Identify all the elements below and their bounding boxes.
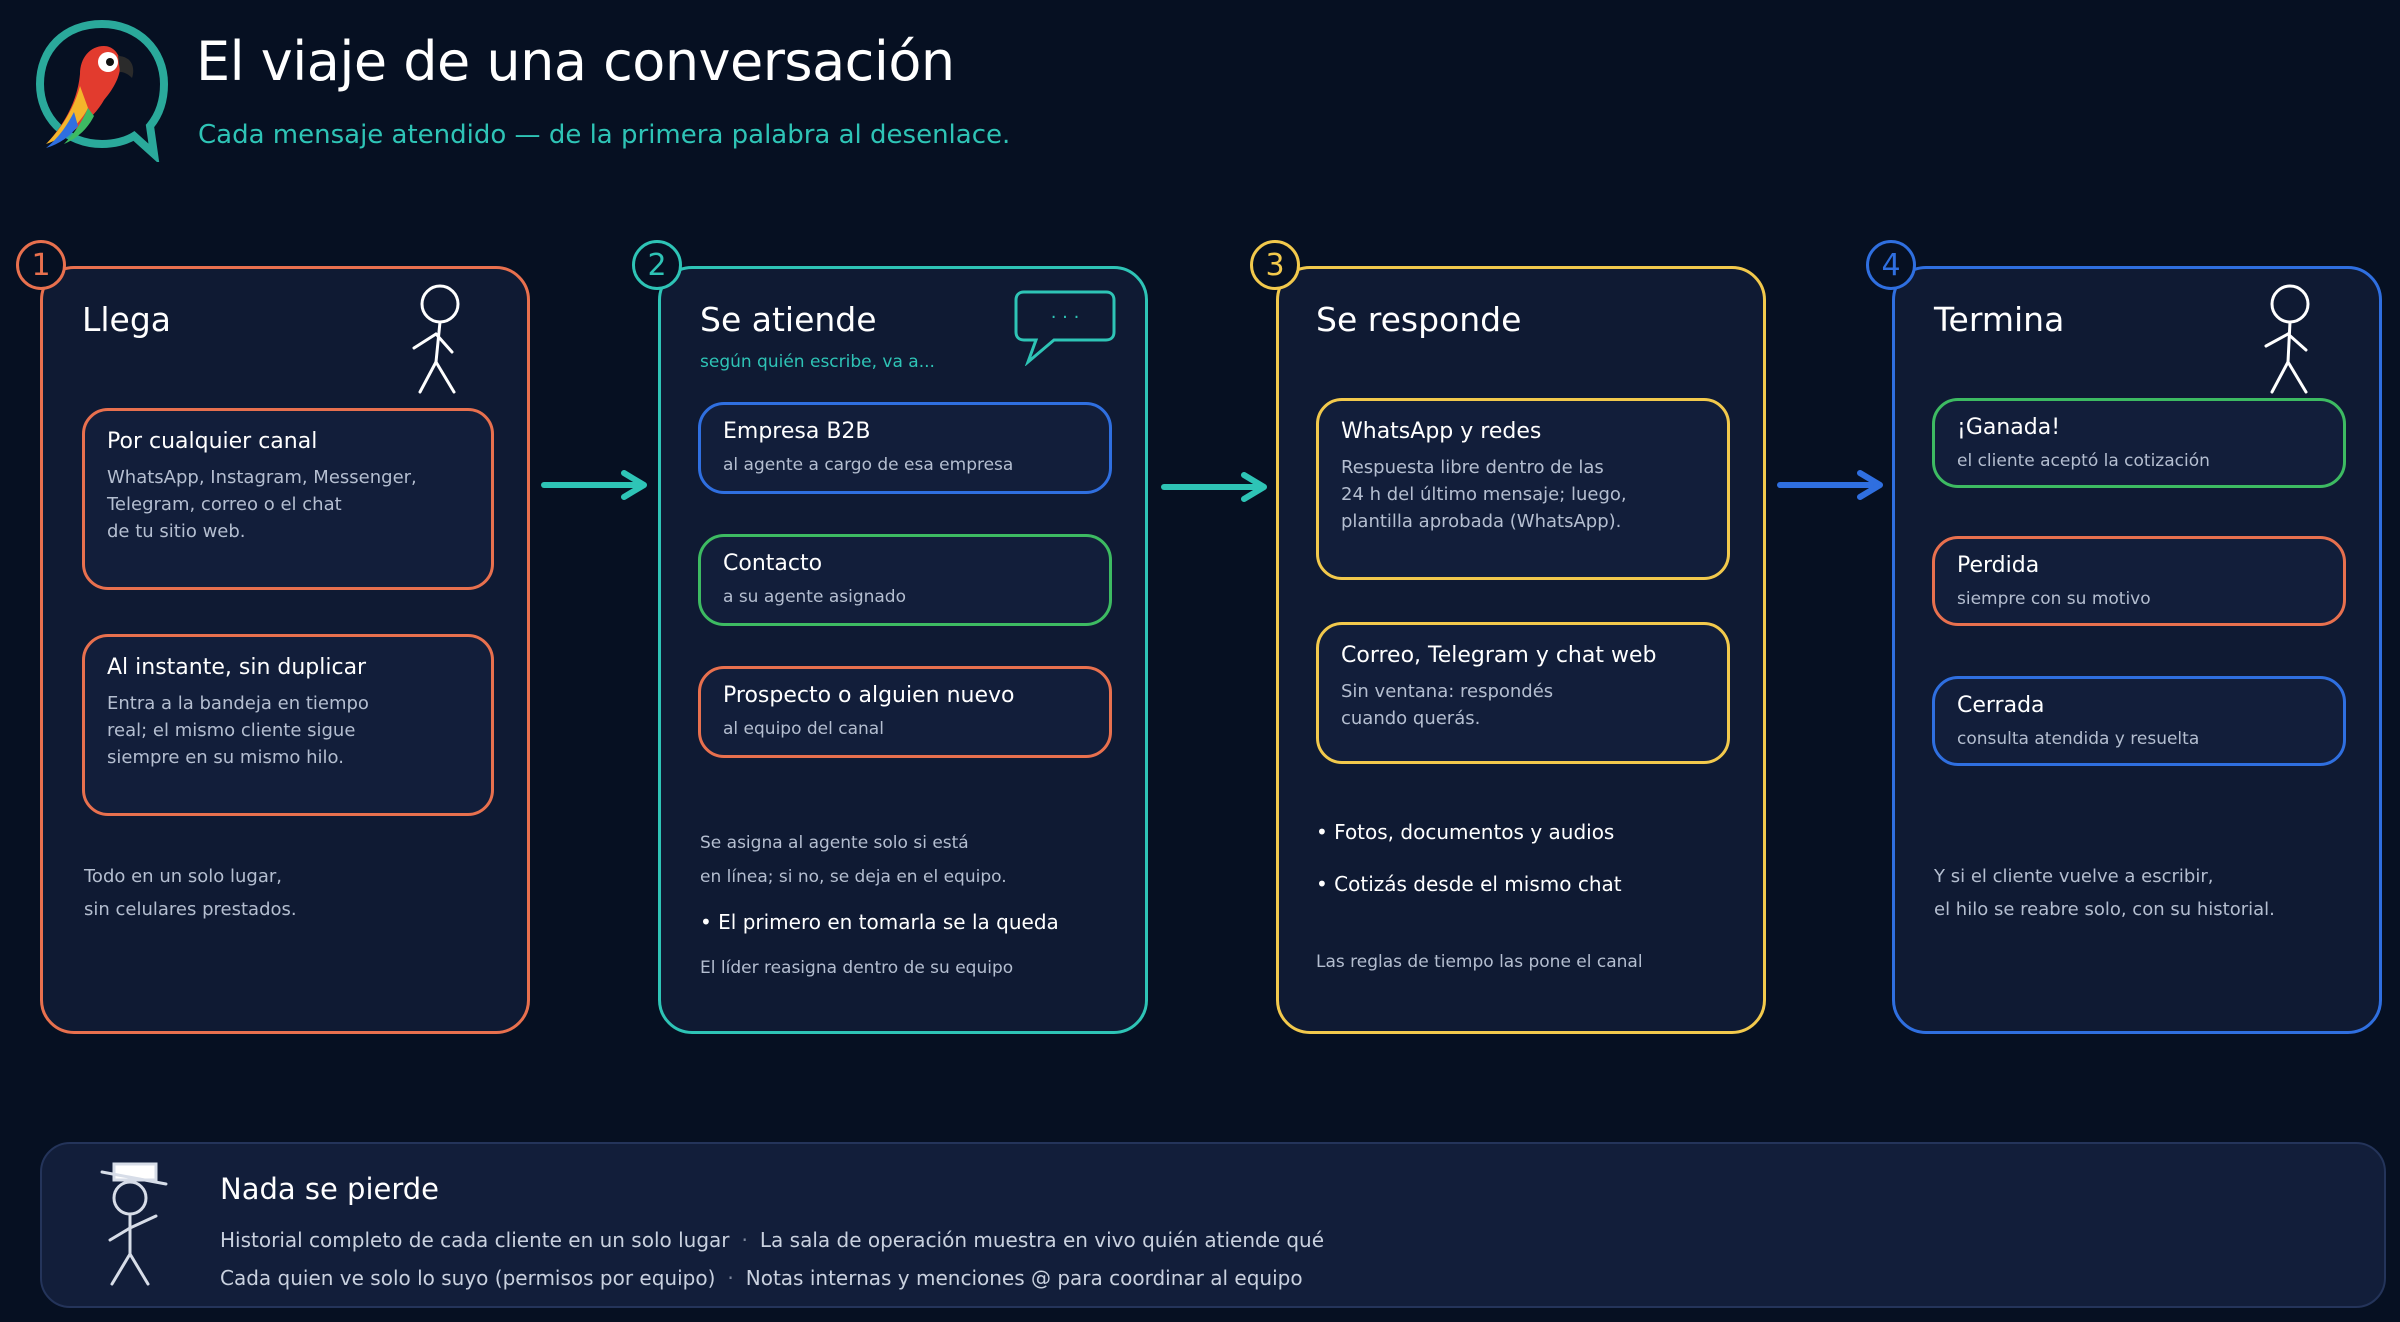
- banner-item-notes: Notas internas y menciones @ para coordi…: [745, 1266, 1303, 1290]
- summary-banner: [40, 1142, 2386, 1308]
- step-4-card-closed: Cerrada consulta atendida y resuelta: [1932, 676, 2346, 766]
- banner-line-1: Historial completo de cada cliente en un…: [220, 1228, 1324, 1252]
- step-4-footer: Y si el cliente vuelve a escribir, el hi…: [1934, 866, 2275, 920]
- step-4-card-won: ¡Ganada! el cliente aceptó la cotización: [1932, 398, 2346, 488]
- step-4-number: 4: [1866, 240, 1916, 290]
- card-description: al agente a cargo de esa empresa: [723, 455, 1014, 475]
- card-title: Por cualquier canal: [107, 429, 318, 454]
- step-2-bullet: • El primero en tomarla se la queda: [700, 910, 1059, 934]
- step-1-footer: Todo en un solo lugar, sin celulares pre…: [84, 866, 297, 920]
- banner-item-live-room: La sala de operación muestra en vivo qui…: [759, 1228, 1325, 1252]
- step-3-bullet-quote: • Cotizás desde el mismo chat: [1316, 872, 1622, 896]
- step-3-card-email: Correo, Telegram y chat web Sin ventana:…: [1316, 622, 1730, 764]
- card-description: Sin ventana: respondés cuando querás.: [1341, 681, 1554, 729]
- banner-line-2: Cada quien ve solo lo suyo (permisos por…: [220, 1266, 1303, 1290]
- flow-arrow-2: [1161, 472, 1267, 502]
- separator: ·: [727, 1266, 734, 1290]
- stick-figure-icon: [2264, 284, 2310, 394]
- step-3-bullet-media: • Fotos, documentos y audios: [1316, 820, 1615, 844]
- banner-item-history: Historial completo de cada cliente en un…: [220, 1228, 730, 1252]
- card-title: ¡Ganada!: [1957, 415, 2061, 440]
- banner-item-permissions: Cada quien ve solo lo suyo (permisos por…: [220, 1266, 716, 1290]
- step-2-card-prospect: Prospecto o alguien nuevo al equipo del …: [698, 666, 1112, 758]
- step-2-footer: Se asigna al agente solo si está en líne…: [700, 833, 1007, 887]
- card-title: Prospecto o alguien nuevo: [723, 683, 1015, 708]
- step-2-hint: según quién escribe, va a...: [700, 352, 935, 372]
- step-2-number: 2: [632, 240, 682, 290]
- chat-bubble-text: · · ·: [1051, 307, 1080, 328]
- chat-bubble-icon: · · ·: [1014, 290, 1116, 366]
- step-2-card-contact: Contacto a su agente asignado: [698, 534, 1112, 626]
- step-4-title: Termina: [1934, 300, 2065, 339]
- card-title: WhatsApp y redes: [1341, 419, 1542, 444]
- step-3-number: 3: [1250, 240, 1300, 290]
- card-title: Al instante, sin duplicar: [107, 655, 367, 680]
- banner-title: Nada se pierde: [220, 1172, 440, 1206]
- card-title: Empresa B2B: [723, 419, 871, 444]
- step-3-title: Se responde: [1316, 300, 1522, 339]
- step-4-card-lost: Perdida siempre con su motivo: [1932, 536, 2346, 626]
- step-3-card-whatsapp: WhatsApp y redes Respuesta libre dentro …: [1316, 398, 1730, 580]
- card-title: Contacto: [723, 551, 823, 576]
- separator: ·: [741, 1228, 748, 1252]
- stick-figure-hat-icon: [100, 1162, 168, 1286]
- flow-arrow-3: [1777, 470, 1883, 500]
- step-2-card-b2b: Empresa B2B al agente a cargo de esa emp…: [698, 402, 1112, 494]
- card-description: Respuesta libre dentro de las 24 h del ú…: [1341, 457, 1627, 532]
- card-title: Correo, Telegram y chat web: [1341, 643, 1657, 668]
- step-1-number: 1: [16, 240, 66, 290]
- page-title: El viaje de una conversación: [196, 30, 955, 93]
- step-2-title: Se atiende: [700, 300, 877, 339]
- stick-figure-icon: [412, 284, 460, 394]
- card-description: a su agente asignado: [723, 587, 906, 607]
- page-subtitle: Cada mensaje atendido — de la primera pa…: [198, 120, 1011, 150]
- card-description: consulta atendida y resuelta: [1957, 729, 2200, 749]
- card-description: Entra a la bandeja en tiempo real; el mi…: [107, 693, 369, 768]
- step-1-card-instant: Al instante, sin duplicar Entra a la ban…: [82, 634, 494, 816]
- card-title: Cerrada: [1957, 693, 2045, 718]
- card-description: siempre con su motivo: [1957, 589, 2151, 609]
- step-2-note: El líder reasigna dentro de su equipo: [700, 958, 1014, 978]
- card-description: el cliente aceptó la cotización: [1957, 451, 2210, 471]
- step-4-panel: [1892, 266, 2382, 1034]
- flow-arrow-1: [541, 470, 647, 500]
- parrot-logo-icon: [35, 19, 169, 162]
- card-description: WhatsApp, Instagram, Messenger, Telegram…: [107, 467, 417, 542]
- step-1-title: Llega: [82, 300, 172, 339]
- card-description: al equipo del canal: [723, 719, 884, 739]
- step-1-card-channels: Por cualquier canal WhatsApp, Instagram,…: [82, 408, 494, 590]
- step-3-note: Las reglas de tiempo las pone el canal: [1316, 952, 1643, 972]
- step-2-panel: [658, 266, 1148, 1034]
- card-title: Perdida: [1957, 553, 2040, 578]
